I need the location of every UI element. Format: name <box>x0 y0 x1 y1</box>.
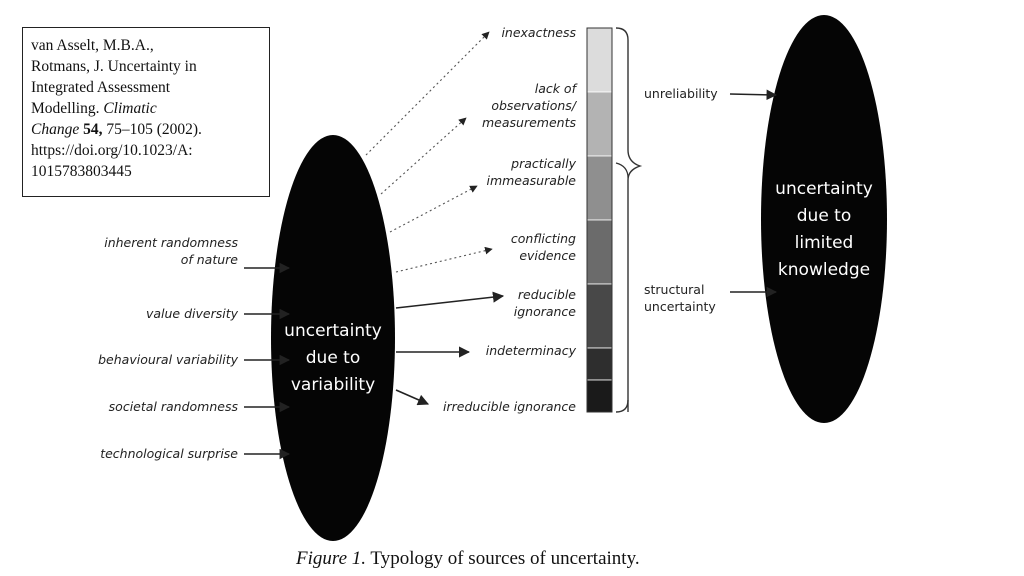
knowledge-level-bar <box>586 27 613 413</box>
solid-arrows <box>395 291 505 406</box>
bar-segment-conflicting-evidence <box>586 219 613 285</box>
citation-journal-b: Change <box>31 121 80 138</box>
level-indeterminacy: indeterminacy <box>485 343 576 358</box>
citation-title-b: Integrated Assessment <box>31 79 171 96</box>
knowledge-input-arrows <box>729 89 778 298</box>
bar-segment-practically-immeasurable <box>586 155 613 221</box>
knowledge-ellipse-label: uncertainty due to limited knowledge <box>775 179 873 280</box>
dotted-arrows <box>365 31 493 273</box>
variability-ellipse-label: uncertainty due to variability <box>284 321 382 395</box>
level-irreducible-ignorance: irreducible ignorance <box>443 399 576 414</box>
source-technological-surprise: technological surprise <box>100 446 238 461</box>
citation-doi-a[interactable]: https://doi.org/10.1023/A: <box>31 142 193 159</box>
figure-caption: Figure 1. Typology of sources of uncerta… <box>296 548 640 570</box>
bar-segment-inexactness <box>586 27 613 93</box>
structural-uncertainty-label: structural uncertainty <box>644 282 716 314</box>
level-practically-immeasurable: practically immeasurable <box>486 156 576 188</box>
source-inherent-randomness: inherent randomness of nature <box>104 235 238 267</box>
citation-box: van Asselt, M.B.A., Rotmans, J. Uncertai… <box>22 27 270 197</box>
citation-doi-b[interactable]: 1015783803445 <box>31 163 132 180</box>
level-reducible-ignorance: reducible ignorance <box>513 287 576 319</box>
variability-input-arrows <box>244 262 291 460</box>
level-lack-of-observations: lack of observations/ measurements <box>482 81 576 130</box>
source-value-diversity: value diversity <box>145 306 238 321</box>
source-behavioural-variability: behavioural variability <box>98 352 238 367</box>
level-inexactness: inexactness <box>501 25 576 40</box>
citation-pages: 75–105 (2002). <box>102 121 202 138</box>
bar-segment-indeterminacy <box>586 347 613 381</box>
figure-caption-text: Typology of sources of uncertainty. <box>366 548 640 569</box>
bar-segment-reducible-ignorance <box>586 283 613 349</box>
citation-title-a: Rotmans, J. Uncertainty in <box>31 58 197 75</box>
figure-number: Figure 1. <box>296 548 367 569</box>
knowledge-ellipse <box>761 15 887 423</box>
unreliability-label: unreliability <box>644 86 718 101</box>
source-societal-randomness: societal randomness <box>108 399 238 414</box>
unreliability-bracket <box>615 27 643 412</box>
bar-segment-lack-of-observations <box>586 91 613 157</box>
citation-volume: 54, <box>83 121 103 138</box>
variability-ellipse <box>271 135 395 541</box>
bar-segment-irreducible-ignorance <box>586 379 613 413</box>
level-conflicting-evidence: conflicting evidence <box>510 231 576 263</box>
citation-authors: van Asselt, M.B.A., <box>31 37 154 54</box>
citation-journal-a: Climatic <box>103 100 157 117</box>
structural-bracket <box>615 162 629 179</box>
citation-title-c: Modelling. <box>31 100 104 117</box>
